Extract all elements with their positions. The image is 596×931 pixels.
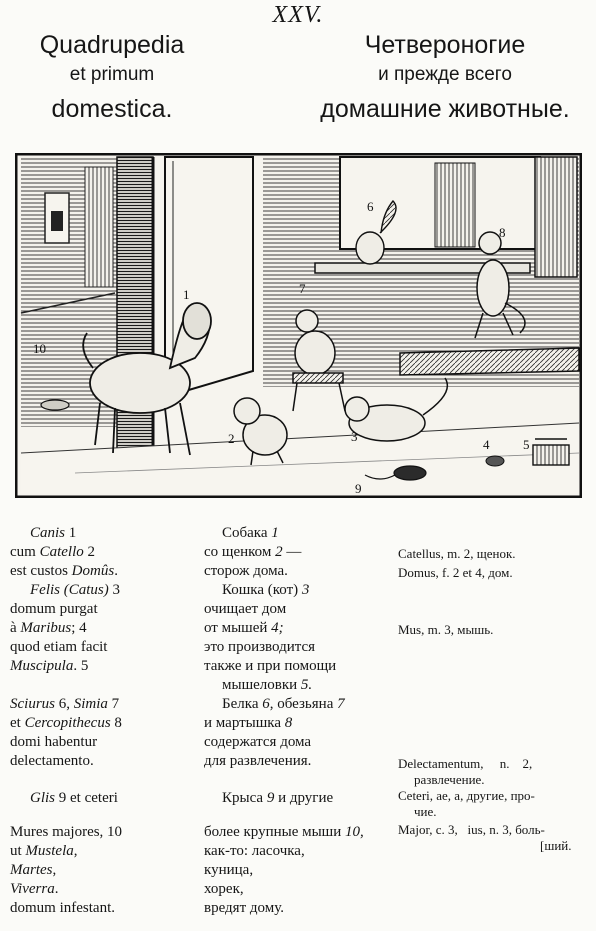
latin-line-13: Glis 9 et ceteri (30, 790, 118, 806)
figure-label-7: 7 (299, 281, 306, 296)
russian-line-6: от мышей 4; (204, 620, 284, 636)
latin-title-line1: Quadrupedia (39, 31, 185, 59)
figure-label-6: 6 (367, 199, 374, 214)
bench (399, 347, 580, 376)
russian-line-7: это производится (204, 639, 316, 655)
russian-line-12: содержатся дома (204, 734, 312, 750)
glossary-major-cont: [ший. (540, 838, 572, 853)
russian-line-3: сторож дома. (204, 563, 288, 579)
latin-line-9: Sciurus 6, Simia 7 (10, 696, 120, 712)
russian-line-1: Собака 1 (222, 525, 279, 541)
russian-line-15: более крупные мыши 10, (204, 824, 364, 840)
shelf (314, 262, 531, 274)
latin-line-4: Felis (Catus) 3 (30, 582, 120, 598)
latin-line-11: domi habentur (10, 734, 98, 750)
figure-label-10: 10 (33, 341, 46, 356)
latin-line-14: Mures majores, 10 (10, 824, 123, 840)
glossary-catellus: Catellus, m. 2, щенок. (398, 546, 516, 561)
glossary-domus: Domus, f. 2 et 4, дом. (398, 565, 513, 580)
russian-line-9: мышеловки 5. (222, 677, 313, 693)
latin-line-16: Martes, (10, 862, 57, 878)
figure-label-5: 5 (523, 437, 530, 452)
russian-line-16: как-то: ласочка, (204, 843, 305, 859)
russian-line-13: для развлечения. (204, 753, 312, 769)
latin-line-10: et Cercopithecus 8 (10, 715, 122, 731)
section-number: XXV. (272, 2, 324, 28)
russian-line-4: Кошка (кот) 3 (222, 582, 310, 598)
russian-line-10: Белка 6, обезьяна 7 (222, 696, 345, 712)
latin-line-3: est custos Domûs. (10, 563, 118, 579)
woodcut-illustration: 1 2 3 4 5 6 7 8 9 10 (14, 152, 583, 499)
latin-line-15: ut Mustela, (10, 843, 78, 859)
figure-label-1: 1 (183, 287, 190, 302)
latin-title-line3: domestica. (51, 95, 173, 123)
weasel-figure (40, 399, 70, 411)
russian-line-17: куница, (204, 862, 254, 878)
latin-line-8: Muscipula. 5 (10, 658, 89, 674)
latin-line-6: à Maribus; 4 (10, 620, 87, 636)
russian-title-line3: домашние животные. (320, 95, 570, 123)
dog-figure (82, 302, 212, 456)
squirrel-figure (355, 199, 397, 265)
figure-label-8: 8 (499, 225, 506, 240)
rat-figure (364, 465, 427, 481)
latin-title-line2: et primum (69, 64, 155, 85)
russian-line-8: также и при помощи (204, 658, 337, 674)
russian-line-18: хорек, (204, 881, 244, 897)
cat-figure (344, 377, 449, 442)
latin-line-2: cum Catello 2 (10, 544, 95, 560)
figure-label-3: 3 (351, 429, 358, 444)
monkey-figure (292, 309, 346, 412)
figure-label-9: 9 (355, 481, 362, 496)
latin-line-7: quod etiam facit (10, 639, 108, 655)
mousetrap-figure (532, 438, 570, 466)
glossary-delectamentum-gloss: развлечение. (414, 772, 485, 787)
glossary-mus: Mus, m. 3, мышь. (398, 622, 494, 637)
russian-title-line1: Четвероногие (364, 31, 526, 59)
figure-label-4: 4 (483, 437, 490, 452)
figure-label-2: 2 (228, 431, 235, 446)
russian-line-2: со щенком 2 — (204, 544, 302, 560)
glossary-major: Major, c. 3, ius, n. 3, боль- (398, 822, 545, 837)
puppy-figure (233, 397, 288, 466)
glossary-ceteri-cont: чие. (414, 804, 437, 819)
russian-title-line2: и прежде всего (378, 64, 512, 85)
russian-line-11: и мартышка 8 (204, 715, 293, 731)
russian-line-14: Крыса 9 и другие (222, 790, 334, 806)
latin-line-12: delectamento. (10, 753, 94, 769)
latin-line-5: domum purgat (10, 601, 98, 617)
russian-line-5: очищает дом (204, 601, 287, 617)
russian-line-19: вредят дому. (204, 900, 284, 916)
glossary-ceteri: Ceteri, ae, a, другие, про- (398, 788, 535, 803)
latin-line-18: domum infestant. (10, 900, 115, 916)
long-tailed-monkey-figure (474, 231, 526, 339)
latin-line-17: Viverra. (10, 881, 59, 897)
glossary-delectamentum: Delectamentum, n. 2, (398, 756, 533, 771)
latin-line-1: Canis 1 (30, 525, 77, 541)
mouse-figure (485, 455, 505, 467)
